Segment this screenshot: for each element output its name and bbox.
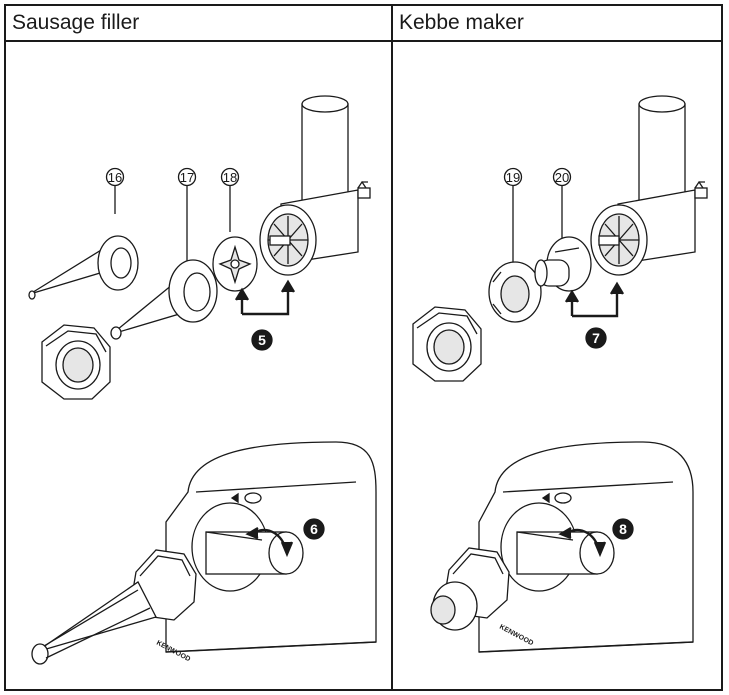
svg-text:20: 20 — [555, 170, 569, 185]
svg-text:18: 18 — [223, 170, 237, 185]
kebbe-cone — [488, 261, 542, 323]
machine-sausage-nozzle — [31, 581, 157, 665]
panel-title: Kebbe maker — [393, 6, 721, 42]
part-label-17: 17 — [177, 167, 197, 264]
svg-text:19: 19 — [506, 170, 520, 185]
locking-ring — [41, 324, 111, 400]
svg-text:8: 8 — [619, 521, 627, 537]
part-label-18: 18 — [220, 167, 240, 232]
sausage-filler-illustration: 16 17 18 — [28, 95, 377, 665]
machine-kebbe-cone — [430, 581, 478, 631]
instruction-sheet: Sausage filler 16 17 18 — [4, 4, 723, 691]
large-sausage-nozzle — [110, 259, 218, 340]
machine-screw-housing — [191, 502, 304, 592]
kebbe-maker-illustration: 19 20 — [412, 95, 708, 653]
svg-text:17: 17 — [180, 170, 194, 185]
svg-text:16: 16 — [108, 170, 122, 185]
sausage-filler-panel: Sausage filler 16 17 18 — [6, 6, 393, 689]
part-label-19: 19 — [503, 167, 523, 267]
step-6-badge: 6 — [303, 518, 325, 540]
kebbe-maker-panel: Kebbe maker 19 20 — [393, 6, 721, 689]
locking-ring — [412, 306, 482, 382]
step-8-rotate-arrow — [558, 526, 607, 558]
step-7-arrow — [564, 281, 625, 318]
machine-screw-housing — [500, 502, 615, 592]
kebbe-former — [534, 236, 592, 292]
step-8-badge: 8 — [612, 518, 634, 540]
step-6-rotate-arrow — [245, 526, 294, 558]
small-sausage-nozzle — [28, 235, 139, 300]
panel-title: Sausage filler — [6, 6, 391, 42]
svg-text:5: 5 — [258, 332, 266, 348]
step-5-arrow — [234, 279, 296, 316]
part-label-20: 20 — [552, 167, 572, 238]
mincer-body — [590, 95, 708, 276]
part-label-16: 16 — [105, 167, 125, 214]
mincer-body — [259, 95, 371, 276]
step-7-badge: 7 — [585, 327, 607, 349]
step-5-badge: 5 — [251, 329, 273, 351]
svg-text:7: 7 — [592, 330, 600, 346]
svg-text:6: 6 — [310, 521, 318, 537]
spacer-plate — [212, 236, 258, 292]
